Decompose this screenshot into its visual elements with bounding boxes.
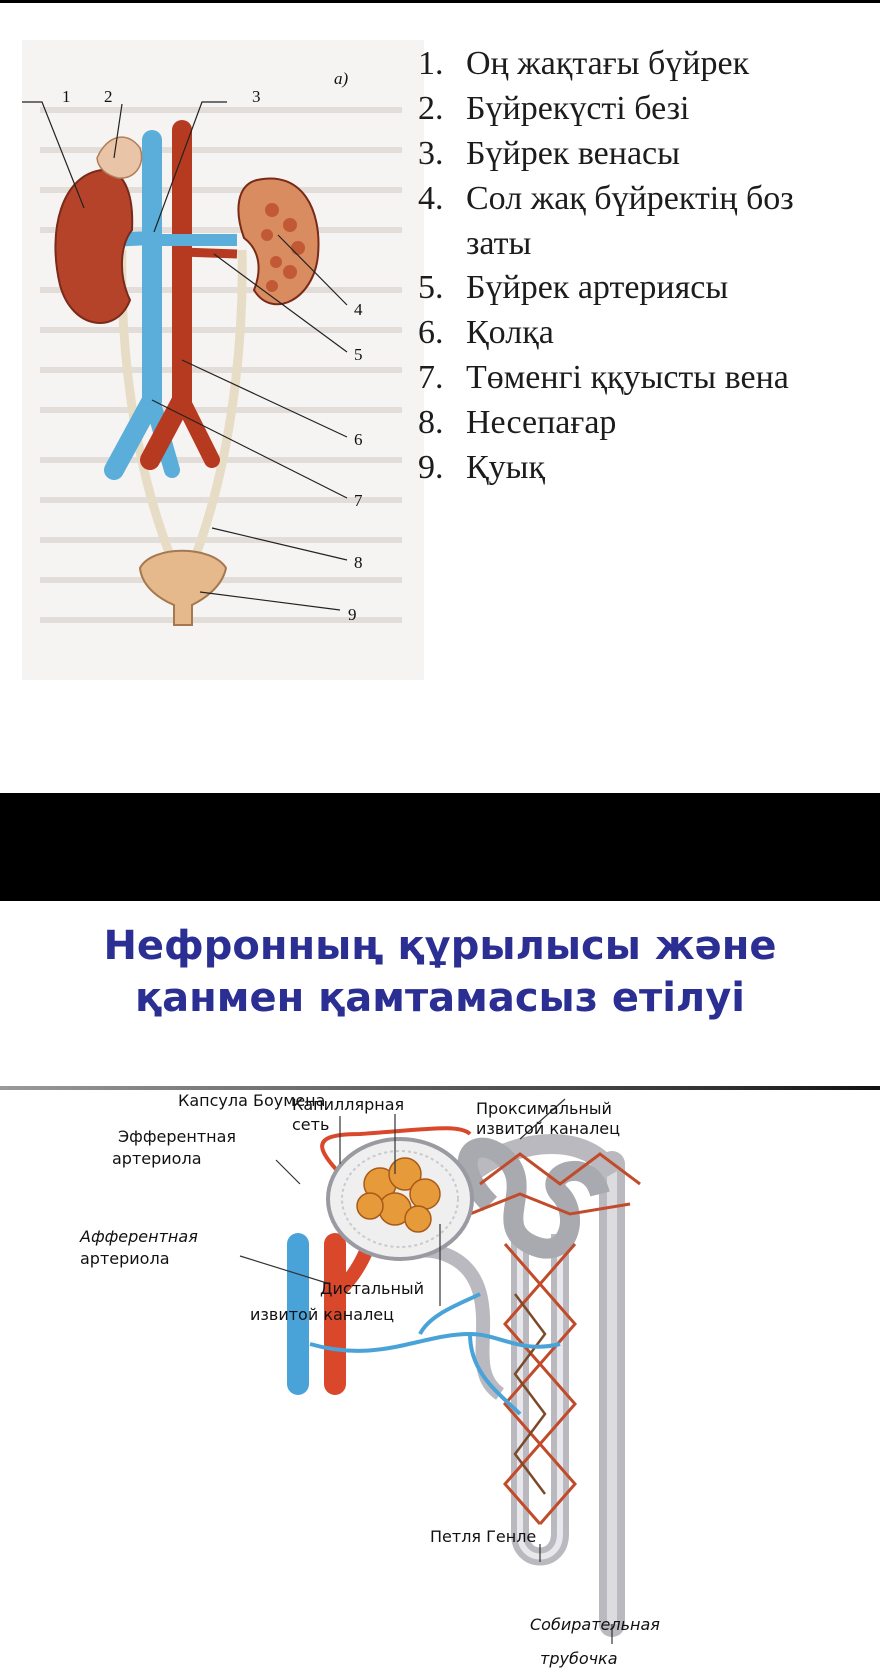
label-afferent-arteriole-2: артериола <box>80 1249 170 1268</box>
legend-number: 9. <box>418 448 444 486</box>
slide-title-line-2: қанмен қамтамасыз етілуі <box>134 975 746 1021</box>
nephron-figure: Капиллярная сеть Проксимальный извитой к… <box>79 1094 660 1668</box>
urinary-system-figure: 1 2 3 4 5 6 7 8 9 а) <box>22 40 424 680</box>
vasa-recta <box>513 1293 547 1495</box>
right-kidney <box>54 168 134 324</box>
callout-7: 7 <box>354 491 363 510</box>
label-afferent-arteriole: Афферентная <box>79 1227 198 1246</box>
label-distal-tubule: Дистальный <box>320 1279 424 1298</box>
legend-number: 7. <box>418 359 444 397</box>
callout-4: 4 <box>354 300 363 319</box>
aorta-branch <box>174 392 220 468</box>
callout-2: 2 <box>104 87 113 106</box>
label-bowman-capsule: Капсула Боумена <box>178 1094 325 1110</box>
left-ureter <box>189 249 247 562</box>
legend-number: 6. <box>418 314 444 352</box>
legend-text: Бүйрек венасы <box>466 134 680 172</box>
legend-item: 4. Сол жақ бүйректің боз заты <box>418 177 866 267</box>
panel-letter: а) <box>334 69 349 88</box>
callout-1: 1 <box>62 87 71 106</box>
legend-number: 5. <box>418 269 444 307</box>
label-loop-of-henle: Петля Генле <box>430 1527 536 1546</box>
venous-network <box>309 1292 561 1416</box>
label-capillary-net-2: сеть <box>292 1115 329 1134</box>
legend-text: Қолқа <box>466 314 554 352</box>
label-pointers <box>239 1098 613 1644</box>
callout-9: 9 <box>348 605 357 624</box>
organ-legend: 1. Оң жақтағы бүйрек 2. Бүйрекүсті безі 3.… <box>418 42 866 491</box>
legend-text: Бүйрекүсті безі <box>466 89 690 127</box>
label-proximal-tubule: Проксимальный <box>476 1099 612 1118</box>
scan-background <box>22 40 424 680</box>
black-divider-band <box>0 793 880 901</box>
legend-item: 3. Бүйрек венасы <box>418 132 866 177</box>
title-underline <box>0 1086 880 1090</box>
legend-number: 3. <box>418 134 444 172</box>
connecting-tubule <box>463 1134 621 1182</box>
proximal-tubule <box>457 1137 610 1259</box>
label-proximal-tubule-2: извитой каналец <box>476 1119 620 1138</box>
label-collecting-duct-2: трубочка <box>540 1649 618 1668</box>
efferent-arteriole <box>320 1126 472 1196</box>
label-collecting-duct: Собирательная <box>530 1615 660 1634</box>
legend-item: 8. Несепағар <box>418 401 866 446</box>
legend-item: 7. Төменгі ққуысты вена <box>418 356 866 401</box>
legend-text: Несепағар <box>466 404 617 441</box>
callout-lines <box>22 101 348 611</box>
callout-8: 8 <box>354 553 363 572</box>
legend-text: Бүйрек артериясы <box>466 269 729 307</box>
top-border <box>0 0 880 3</box>
legend-text: Төменгі ққуысты вена <box>466 359 789 397</box>
legend-number: 8. <box>418 404 444 441</box>
callout-6: 6 <box>354 430 363 449</box>
callout-3: 3 <box>252 87 261 106</box>
distal-tubule <box>397 1243 505 1400</box>
legend-item: 6. Қолқа <box>418 311 866 356</box>
slide-title: Нефронның құрылысы және қанмен қамтамасы… <box>0 920 880 1024</box>
renal-pyramids <box>261 203 305 292</box>
bladder <box>138 549 228 626</box>
legend-item: 5. Бүйрек артериясы <box>418 266 866 311</box>
legend-number: 2. <box>418 89 444 127</box>
legend-text: Қуық <box>466 448 546 486</box>
renal-artery <box>181 247 238 259</box>
peritubular-capillaries <box>469 1152 641 1525</box>
legend-item: 2. Бүйрекүсті безі <box>418 87 866 132</box>
left-kidney <box>237 177 320 306</box>
glomerulus <box>356 1157 441 1233</box>
label-efferent-arteriole-2: артериола <box>112 1149 202 1168</box>
legend-number: 1. <box>418 45 444 82</box>
adrenal-gland <box>96 136 143 179</box>
label-capillary-net: Капиллярная <box>292 1095 404 1114</box>
legend-item: 9. Қуық <box>418 446 866 491</box>
legend-number: 4. <box>418 179 444 217</box>
legend-text: Сол жақ бүйректің боз заты <box>466 179 794 262</box>
callout-5: 5 <box>354 345 363 364</box>
label-efferent-arteriole: Эфферентная <box>118 1127 236 1146</box>
capsule-inner-wall <box>341 1150 459 1248</box>
slide-title-line-1: Нефронның құрылысы және <box>103 923 777 969</box>
label-distal-tubule-2: извитой каналец <box>250 1305 394 1324</box>
legend-item: 1. Оң жақтағы бүйрек <box>418 42 866 87</box>
legend-text: Оң жақтағы бүйрек <box>466 45 750 82</box>
